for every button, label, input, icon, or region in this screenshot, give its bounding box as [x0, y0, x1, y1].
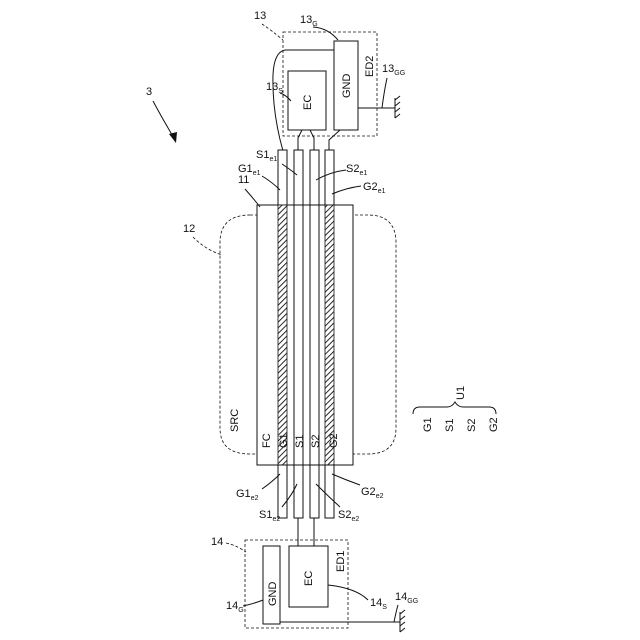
ref-14s: 14S: [370, 597, 387, 611]
label-g1: G1: [278, 433, 290, 448]
fc-label: FC: [261, 433, 273, 448]
ref-11: 11: [238, 174, 249, 186]
conductor-g1: [278, 205, 287, 465]
flat-cable-body: [257, 205, 353, 465]
terminal-g2-e1: [325, 150, 334, 205]
leader-g2-e1: [332, 186, 361, 194]
figure-pointer-arrowhead: [169, 132, 177, 143]
conductor-s2: [310, 205, 319, 465]
ref-13gg: 13GG: [382, 63, 405, 77]
label-s1-e1: S1e1: [256, 149, 277, 163]
ref-14g-leader: [243, 600, 263, 606]
label-s2-e1: S2e1: [346, 163, 367, 177]
unit-item-s2: S2: [466, 419, 478, 432]
top-ground-tick: [395, 114, 400, 118]
leader-g1-e2: [262, 474, 280, 489]
ref-11-leader: [245, 189, 260, 207]
terminal-s1-e2: [294, 465, 303, 518]
terminal-g1-e2: [278, 465, 287, 518]
ref-14-leader: [226, 543, 246, 552]
ref-13: 13: [254, 10, 266, 22]
label-g1-e1: G1e1: [238, 163, 261, 177]
top-ec-label: EC: [302, 95, 314, 110]
conductor-s1: [294, 205, 303, 465]
ref-13-leader: [262, 24, 283, 40]
label-g2-e2: G2e2: [361, 486, 384, 500]
bottom-gnd-label: GND: [267, 582, 279, 607]
bottom-ground-tick: [400, 622, 405, 626]
terminal-s2-e1: [310, 150, 319, 205]
label-s2: S2: [310, 435, 322, 448]
terminal-g1-e1: [278, 150, 287, 205]
bottom-ground-tick: [400, 616, 405, 620]
label-g2: G2: [328, 433, 340, 448]
conductor-g2: [325, 205, 334, 465]
ref-12: 12: [183, 223, 195, 235]
top-ground-tick: [395, 102, 400, 106]
wire-s1-top: [298, 130, 302, 151]
unit-brace: [413, 402, 496, 414]
terminal-s2-e2: [310, 465, 319, 518]
ref-13g: 13G: [300, 14, 318, 28]
ref-13g-leader: [313, 27, 338, 40]
terminal-s1-e1: [294, 150, 303, 205]
figure-number: 3: [146, 86, 152, 98]
unit-item-g2: G2: [488, 417, 500, 432]
ref-14gg-leader: [394, 605, 398, 622]
label-s2-e2: S2e2: [338, 509, 359, 523]
top-device-name: ED2: [364, 56, 376, 77]
ref-14g: 14G: [226, 600, 244, 614]
terminal-g2-e2: [325, 465, 334, 518]
top-ground-tick: [395, 108, 400, 112]
unit-item-g1: G1: [422, 417, 434, 432]
bottom-ground-tick: [400, 610, 405, 614]
ref-12-leader: [193, 237, 222, 255]
figure-pointer-arrow: [153, 101, 174, 138]
top-gnd-label: GND: [341, 74, 353, 99]
leader-g1-e1: [262, 176, 280, 190]
label-g2-e1: G2e1: [363, 181, 386, 195]
top-ground-tick: [395, 96, 400, 100]
src-label: SRC: [229, 409, 241, 432]
bottom-ground-tick: [400, 628, 405, 632]
bottom-device-name: ED1: [335, 551, 347, 572]
unit-name: U1: [455, 386, 467, 400]
ref-14: 14: [211, 536, 223, 548]
label-g1-e2: G1e2: [236, 488, 259, 502]
ref-13gg-leader: [382, 78, 387, 108]
bottom-ec-label: EC: [303, 571, 315, 586]
ref-14gg: 14GG: [395, 591, 418, 605]
wire-g2-top: [329, 130, 340, 151]
label-s1-e2: S1e2: [259, 509, 280, 523]
wire-s2-top: [310, 130, 314, 151]
unit-item-s1: S1: [444, 419, 456, 432]
label-s1: S1: [294, 435, 306, 448]
leader-g2-e2: [332, 474, 360, 485]
